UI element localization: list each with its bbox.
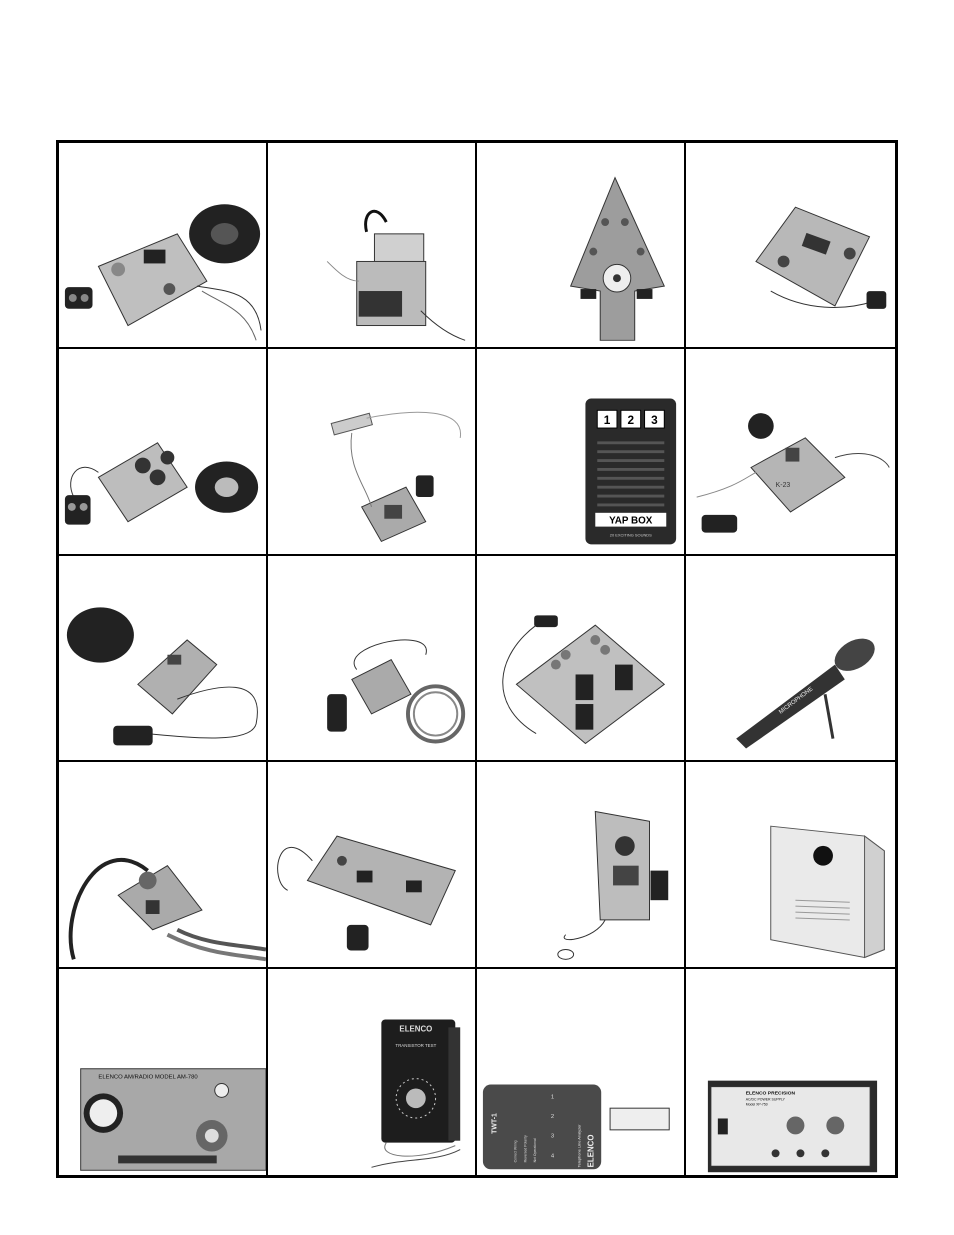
product-cell-wire-coil-kit bbox=[268, 556, 477, 762]
board-text: K-23 bbox=[776, 483, 791, 490]
analyzer-legend-1: Correct Wiring bbox=[513, 1140, 517, 1162]
cable-kit-image bbox=[59, 762, 266, 966]
product-cell-telephone-line-analyzer: TWT-1 Correct Wiring Reversed Polarity N… bbox=[477, 969, 686, 1175]
microphone-image: MICROPHONE bbox=[686, 556, 895, 760]
ps-title: AC/DC POWER SUPPLY bbox=[746, 1097, 786, 1101]
analyzer-brand: ELENCO bbox=[586, 1134, 595, 1167]
tester-brand: ELENCO bbox=[399, 1024, 432, 1033]
trainer-label: ELENCO AM/RADIO MODEL AM-780 bbox=[98, 1074, 198, 1080]
product-cell-led-logic-board bbox=[477, 556, 686, 762]
speaker-kit-image bbox=[59, 143, 266, 347]
product-cell-speaker-kit bbox=[59, 143, 268, 349]
amplifier-kit-image bbox=[59, 349, 266, 553]
speaker-oscillator-image bbox=[59, 556, 266, 760]
product-cell-speaker-oscillator bbox=[59, 556, 268, 762]
yap-button-2: 2 bbox=[627, 413, 634, 427]
long-ic-image bbox=[268, 762, 475, 966]
wire-coil-image bbox=[268, 556, 475, 760]
transistor-tester-image: ELENCO TRANSISTOR TEST bbox=[268, 969, 475, 1175]
product-cell-transformer-kit bbox=[268, 143, 477, 349]
telephone-line-analyzer-image: TWT-1 Correct Wiring Reversed Polarity N… bbox=[477, 969, 684, 1175]
doorbell-box-image bbox=[686, 762, 895, 966]
analyzer-legend-3: Not Operational bbox=[533, 1138, 537, 1162]
analyzer-legend-2: Reversed Polarity bbox=[523, 1135, 527, 1162]
robot-board-image bbox=[686, 143, 895, 347]
ps-model: Model XP-750 bbox=[746, 1102, 768, 1106]
product-cell-am-radio-trainer: ELENCO AM/RADIO MODEL AM-780 bbox=[59, 969, 268, 1175]
am-radio-trainer-image: ELENCO AM/RADIO MODEL AM-780 bbox=[59, 969, 266, 1175]
product-cell-long-ic-board bbox=[268, 762, 477, 968]
yap-box-sublabel: 20 EXCITING SOUNDS bbox=[610, 533, 652, 538]
tester-panel: TRANSISTOR TEST bbox=[395, 1043, 436, 1048]
yap-button-3: 3 bbox=[651, 413, 658, 427]
product-cell-power-supply: ELENCO PRECISION AC/DC POWER SUPPLY Mode… bbox=[686, 969, 895, 1175]
product-cell-arrow-board bbox=[477, 143, 686, 349]
arrow-board-image bbox=[477, 143, 684, 347]
product-cell-doorbell-box bbox=[686, 762, 895, 968]
yap-box-image: 1 2 3 YAP BOX 20 EXCITING SOUNDS bbox=[477, 349, 684, 553]
product-cell-microphone: MICROPHONE bbox=[686, 556, 895, 762]
ps-brand: ELENCO PRECISION bbox=[746, 1090, 796, 1096]
product-cell-line-analyzer-board bbox=[477, 762, 686, 968]
analyzer-model: TWT-1 bbox=[492, 1113, 499, 1134]
analyzer-title: Telephone Line Analyzer bbox=[577, 1123, 582, 1167]
buzzer-kit-image: K-23 bbox=[686, 349, 895, 553]
yap-box-label: YAP BOX bbox=[609, 516, 653, 527]
product-cell-cable-kit bbox=[59, 762, 268, 968]
product-cell-transistor-tester: ELENCO TRANSISTOR TEST bbox=[268, 969, 477, 1175]
product-cell-buzzer-kit: K-23 bbox=[686, 349, 895, 555]
line-analyzer-image bbox=[477, 762, 684, 966]
product-cell-sensor-strip-kit bbox=[268, 349, 477, 555]
product-cell-amplifier-kit bbox=[59, 349, 268, 555]
product-grid: 1 2 3 YAP BOX 20 EXCITING SOUNDS K-23 bbox=[56, 140, 898, 1178]
sensor-strip-image bbox=[268, 349, 475, 553]
product-cell-robot-board bbox=[686, 143, 895, 349]
transformer-kit-image bbox=[268, 143, 475, 347]
power-supply-image: ELENCO PRECISION AC/DC POWER SUPPLY Mode… bbox=[686, 969, 895, 1175]
product-cell-yap-box: 1 2 3 YAP BOX 20 EXCITING SOUNDS bbox=[477, 349, 686, 555]
analyzer-number-2: 2 bbox=[551, 1114, 554, 1120]
yap-button-1: 1 bbox=[604, 413, 611, 427]
analyzer-number-1: 1 bbox=[551, 1094, 554, 1100]
led-logic-image bbox=[477, 556, 684, 760]
